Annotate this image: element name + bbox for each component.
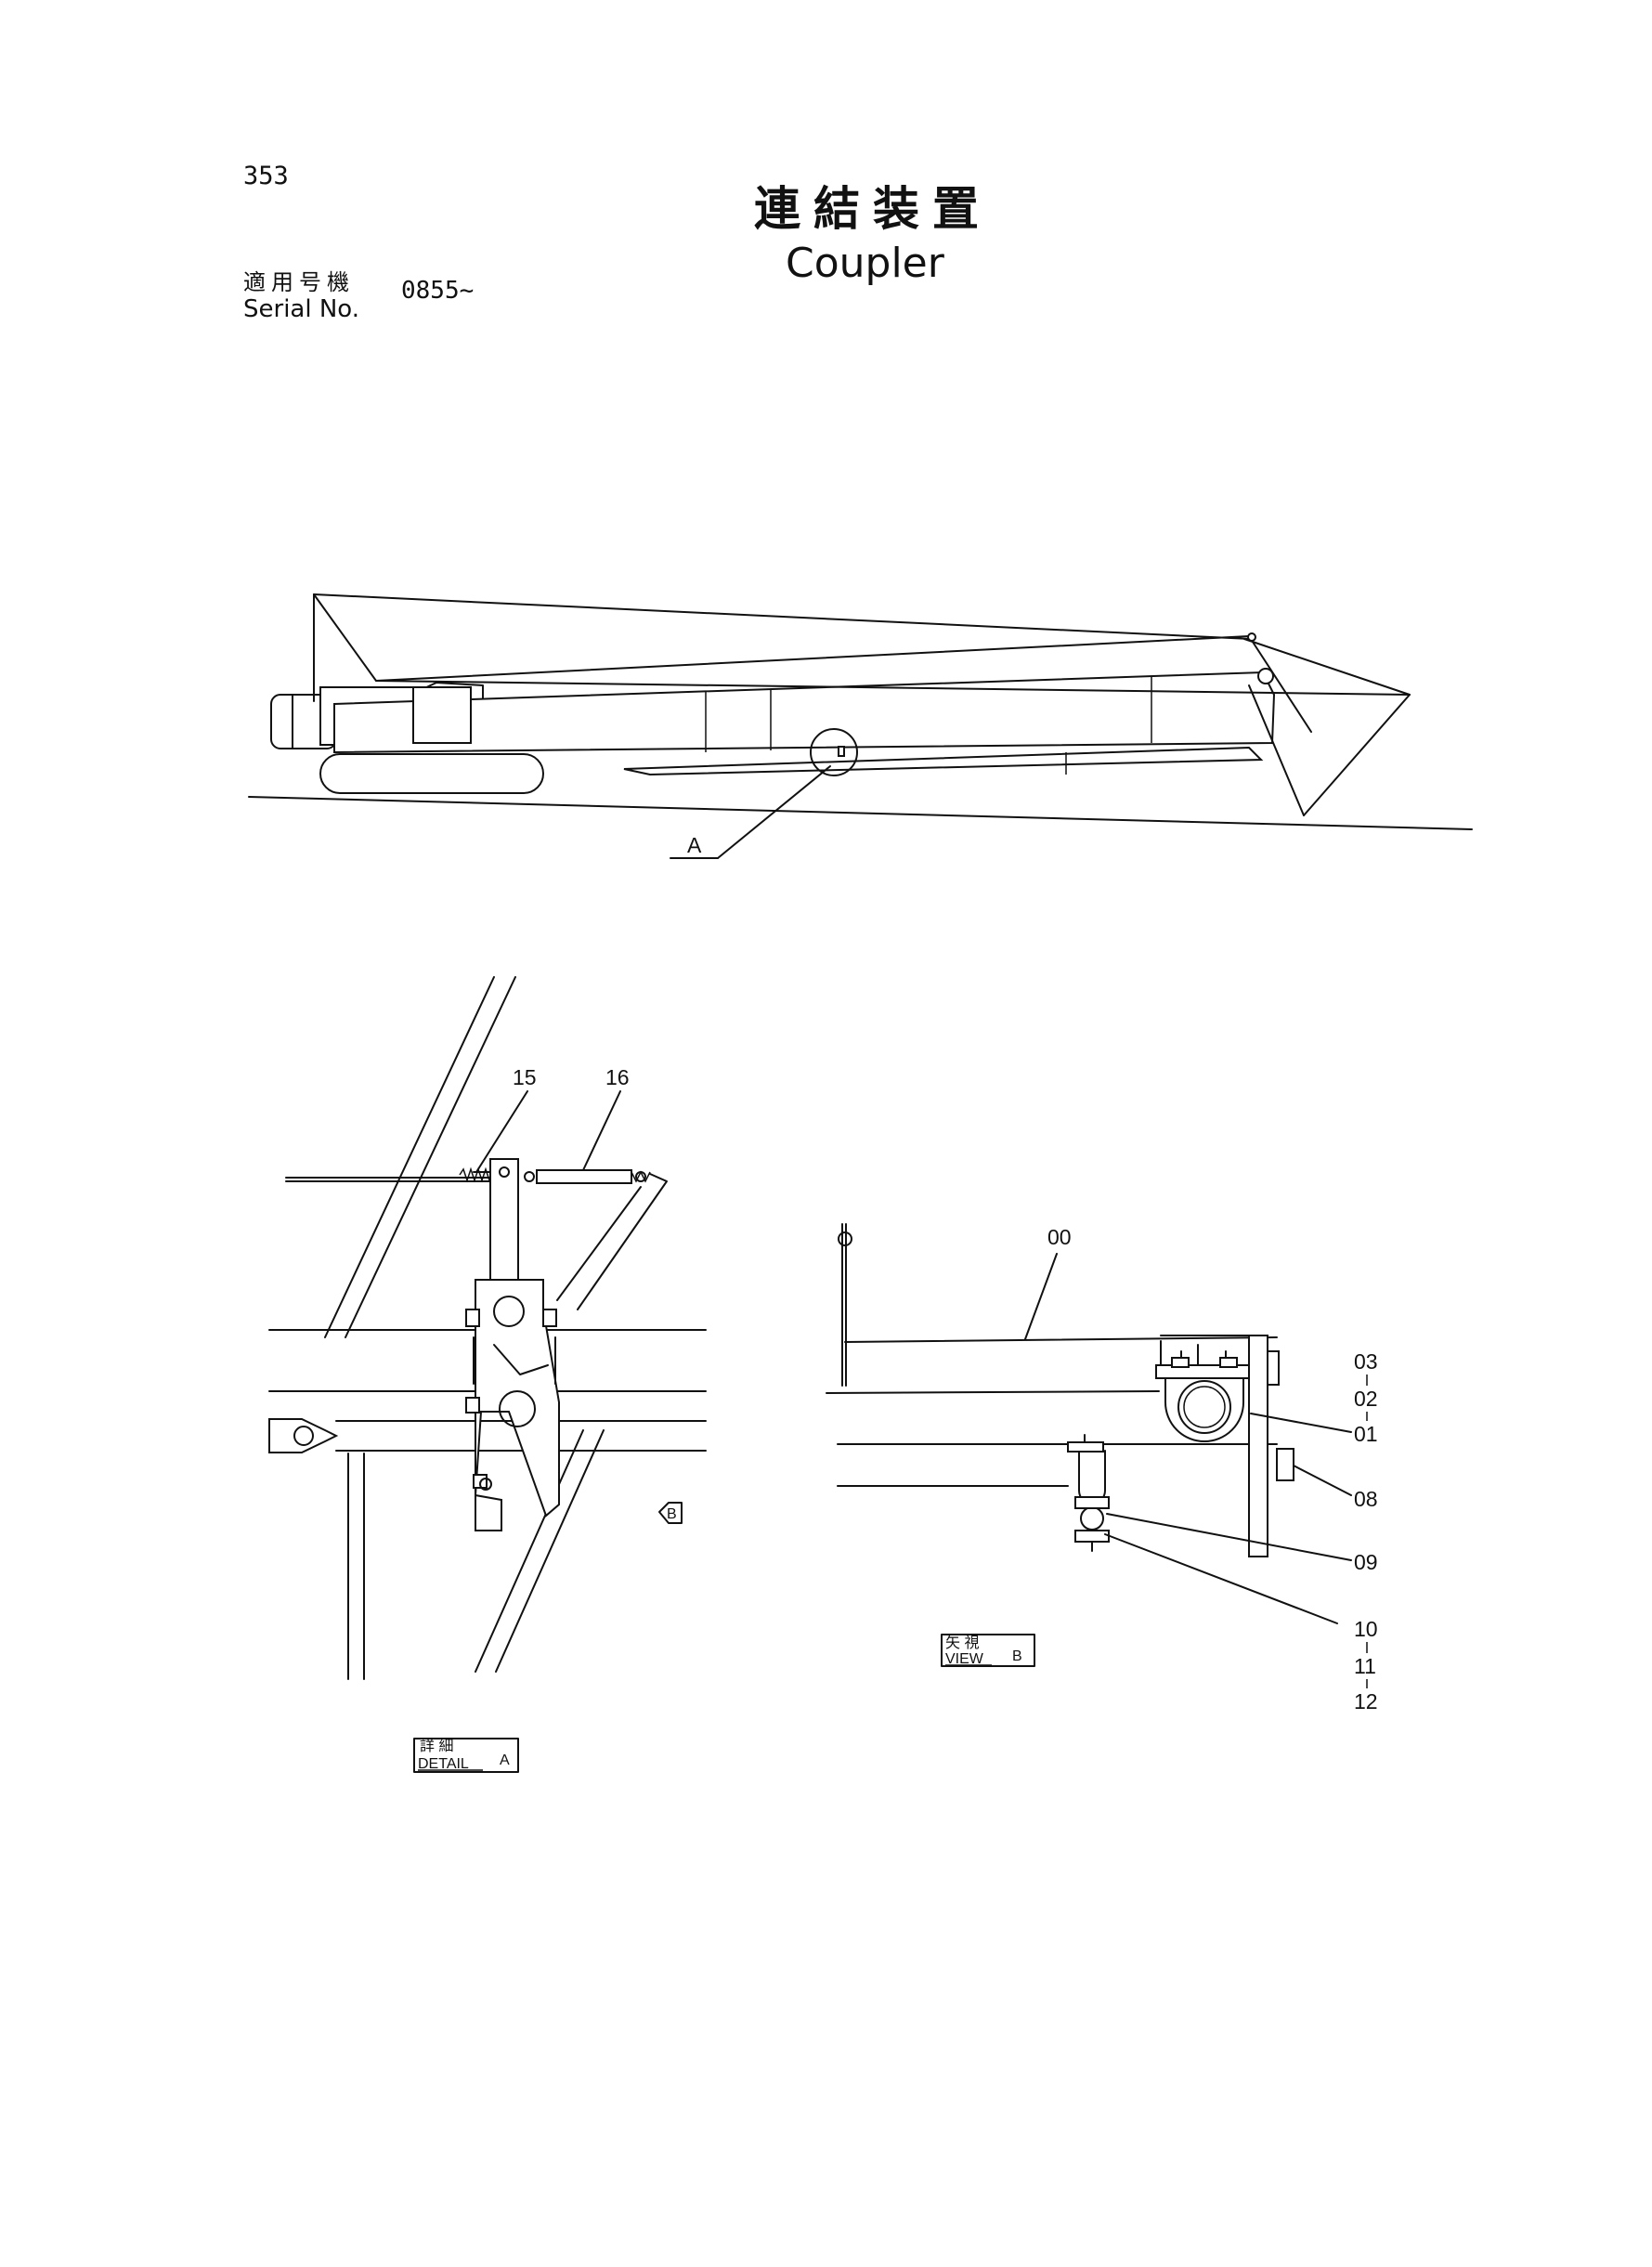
view-label-jp: 矢 視 (945, 1635, 979, 1651)
page-title-japanese: 連結装置 (754, 182, 992, 236)
view-marker-b: B (667, 1506, 677, 1522)
serial-label-english: Serial No. (243, 295, 359, 323)
callout-01: 01 (1354, 1422, 1378, 1446)
callout-03: 03 (1354, 1349, 1378, 1374)
view-label-letter: B (1012, 1648, 1022, 1664)
callout-00: 00 (1047, 1225, 1072, 1249)
callout-a: A (687, 833, 702, 857)
serial-label-japanese: 適用号機 (243, 269, 355, 295)
page-number: 353 (243, 162, 289, 190)
view-b-drawing: 00 03 02 01 08 09 10 11 12 矢 視 VIEW B (826, 1223, 1378, 1713)
callout-10: 10 (1354, 1617, 1378, 1641)
detail-label-letter: A (500, 1752, 510, 1768)
detail-label-jp: 詳 細 (420, 1738, 453, 1754)
callout-09: 09 (1354, 1550, 1378, 1574)
overview-machine-drawing: A (248, 593, 1473, 859)
callout-12: 12 (1354, 1689, 1378, 1713)
detail-a-drawing: 15 16 B 詳 細 DETAIL A (268, 976, 707, 1773)
callout-11: 11 (1354, 1654, 1376, 1678)
callout-16: 16 (605, 1065, 630, 1089)
callout-02: 02 (1354, 1387, 1378, 1411)
serial-number-value: 0855~ (401, 277, 475, 305)
callout-08: 08 (1354, 1487, 1378, 1511)
detail-label-en: DETAIL (418, 1756, 469, 1772)
page-title-english: Coupler (786, 240, 944, 287)
view-label-en: VIEW (945, 1651, 984, 1667)
callout-15: 15 (513, 1065, 537, 1089)
